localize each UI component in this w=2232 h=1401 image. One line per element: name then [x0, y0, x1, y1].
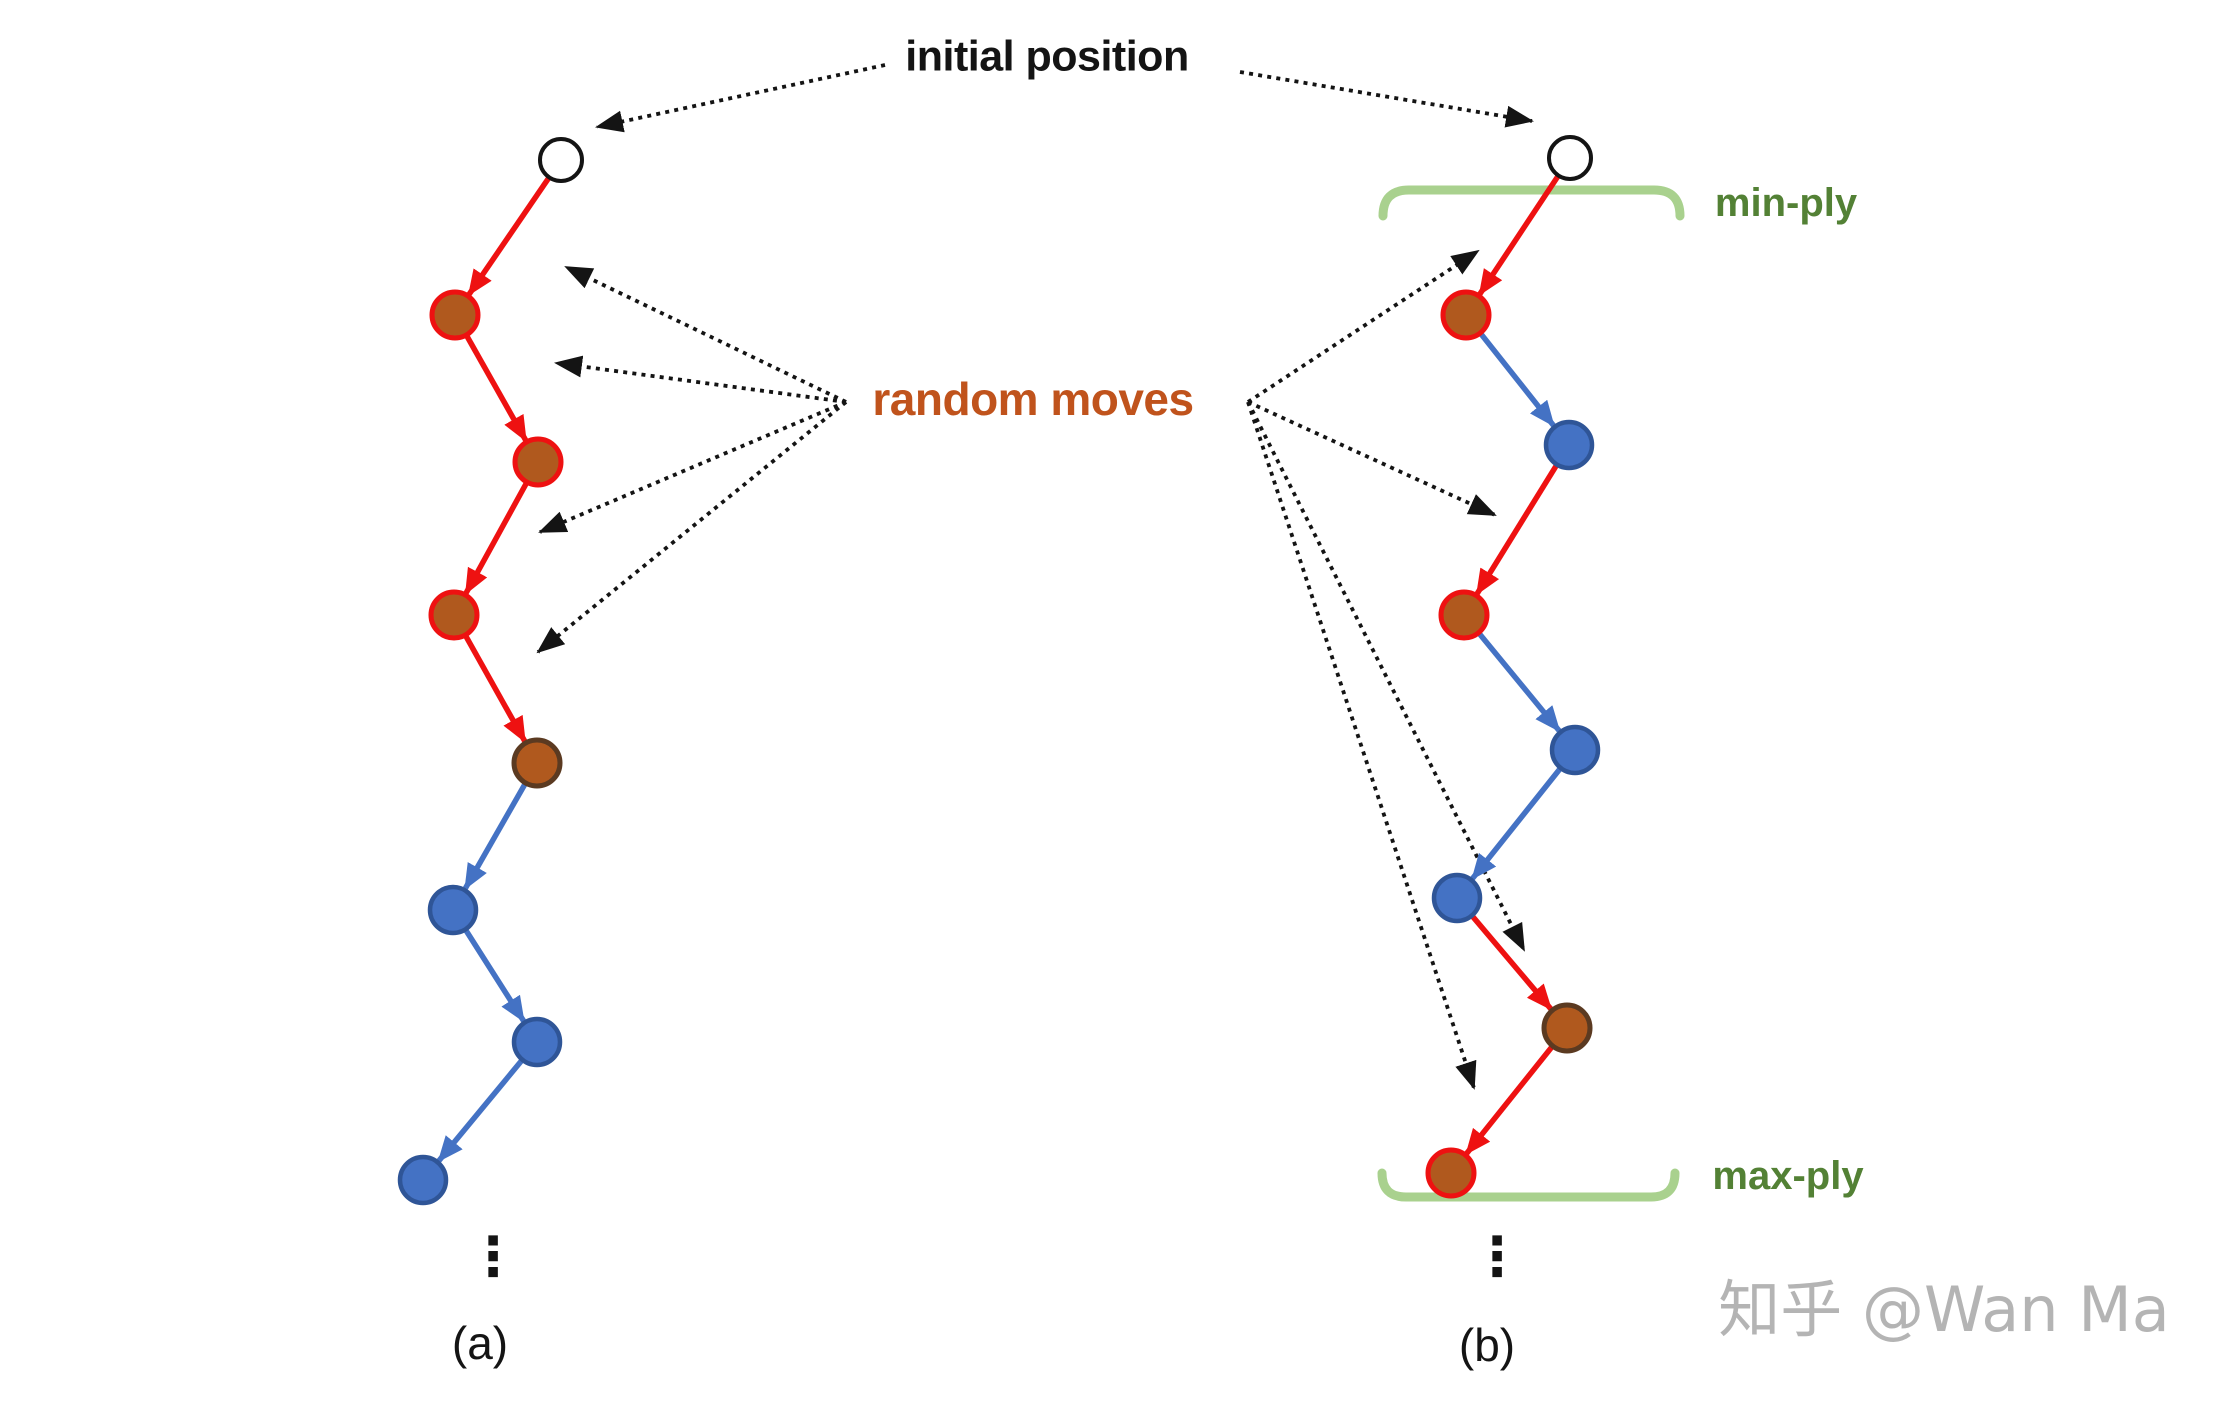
node-a-4-last_random — [511, 737, 563, 789]
edge-a-6 — [463, 928, 526, 1023]
dotted-arrow-random-moves-right-9 — [1246, 401, 1477, 1090]
edge-b-6 — [1470, 914, 1553, 1011]
node-b-2-engine — [1543, 419, 1595, 471]
node-a-6-engine — [511, 1016, 563, 1068]
node-a-0-start — [538, 137, 584, 183]
node-a-7-engine — [397, 1154, 449, 1206]
random-moves-label: random moves — [872, 373, 1194, 425]
node-b-4-engine — [1549, 724, 1601, 776]
edge-a-3 — [463, 481, 529, 595]
initial-position-label: initial position — [905, 32, 1189, 81]
edge-a-4 — [463, 634, 528, 743]
dotted-arrow-initial-position-left-0 — [595, 63, 886, 133]
edge-b-5 — [1470, 767, 1563, 881]
dotted-arrow-random-moves-left-3 — [554, 355, 847, 404]
dotted-arrow-random-moves-left-2 — [564, 265, 847, 404]
node-a-3-random — [428, 589, 480, 641]
node-b-1-random — [1440, 289, 1492, 341]
node-b-7-random — [1425, 1147, 1477, 1199]
ply-bracket-min-ply — [1378, 185, 1685, 221]
node-b-6-last_random — [1541, 1002, 1593, 1054]
caption-b: (b) — [1458, 1319, 1516, 1371]
max-ply-label: max-ply — [1712, 1154, 1864, 1198]
node-a-5-engine — [427, 884, 479, 936]
edge-b-1 — [1477, 174, 1561, 296]
edge-a-2 — [464, 334, 529, 442]
node-a-2-random — [512, 436, 564, 488]
dotted-arrow-random-moves-left-5 — [536, 400, 848, 654]
dotted-arrow-random-moves-right-7 — [1247, 400, 1497, 517]
edge-a-7 — [436, 1058, 524, 1163]
node-b-0-start — [1547, 135, 1593, 181]
watermark: 知乎 @Wan Ma — [1718, 1273, 2170, 1346]
min-ply-label: min-ply — [1714, 181, 1858, 225]
node-a-1-random — [429, 289, 481, 341]
ellipsis-a: ⋮ — [466, 1225, 520, 1288]
ellipsis-b: ⋮ — [1470, 1225, 1524, 1288]
dotted-arrow-random-moves-left-4 — [538, 400, 847, 534]
edge-a-1 — [466, 176, 551, 297]
caption-a: (a) — [451, 1317, 509, 1369]
edge-b-3 — [1474, 463, 1559, 596]
dotted-arrow-random-moves-right-8 — [1246, 401, 1526, 952]
edge-b-2 — [1478, 332, 1556, 428]
node-b-5-engine — [1431, 872, 1483, 924]
edge-b-4 — [1477, 631, 1562, 733]
dotted-arrow-initial-position-right-1 — [1239, 70, 1534, 128]
node-b-3-random — [1438, 589, 1490, 641]
edge-a-5 — [463, 782, 528, 891]
edge-b-7 — [1464, 1045, 1555, 1156]
ply-bracket-max-ply — [1377, 1168, 1680, 1202]
